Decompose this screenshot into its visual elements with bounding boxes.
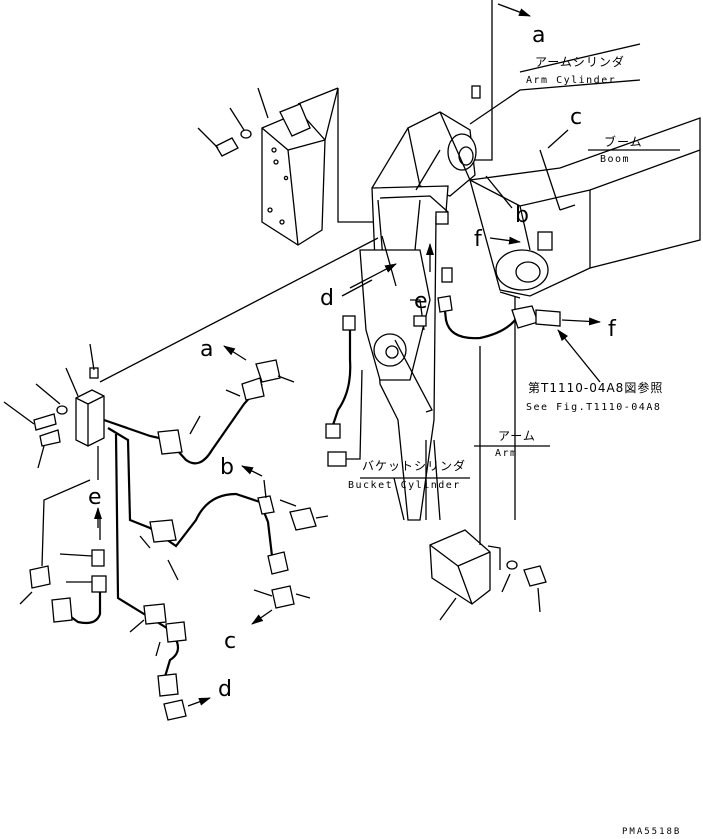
lower-cover <box>429 346 547 621</box>
label-d-left: d <box>218 677 232 702</box>
arm-cylinder-label-jp: アームシリンダ <box>535 54 625 69</box>
line-e-left <box>63 592 102 625</box>
label-f-mid: f <box>474 227 483 252</box>
label-a-top: a <box>532 23 545 48</box>
manifold-block <box>33 367 105 447</box>
label-e-mid: e <box>414 289 428 314</box>
arm-label-jp: アーム <box>498 429 536 443</box>
boom-structure <box>469 117 701 520</box>
valve-cover <box>261 87 378 246</box>
ref-figure-jp: 第T1110-04A8図参照 <box>528 380 663 395</box>
bolt-washer-cover <box>197 87 269 157</box>
label-b-top: b <box>515 203 529 228</box>
bucket-hose <box>330 326 352 429</box>
line-d-left <box>114 433 180 681</box>
line-b-left <box>107 427 279 569</box>
label-a-left: a <box>200 337 213 362</box>
drawing-code: PMA5518B <box>622 827 681 837</box>
bucket-cylinder-label-jp: バケットシリンダ <box>362 458 466 473</box>
label-f-right: f <box>608 317 617 342</box>
label-b-left: b <box>220 455 234 480</box>
arm-cylinder-label-en: Arm Cylinder <box>526 75 616 86</box>
label-e-left: e <box>88 485 102 510</box>
leader-manifold <box>99 237 379 383</box>
hose-f <box>442 301 519 340</box>
boom-label-en: Boom <box>600 154 630 165</box>
label-c-top: c <box>570 105 582 130</box>
ref-figure-en: See Fig.T1110-04A8 <box>526 402 661 413</box>
bucket-cylinder-label-en: Bucket Cylinder <box>348 480 461 491</box>
arm-label-en: Arm <box>495 448 518 459</box>
label-d-mid: d <box>320 286 334 311</box>
label-c-left: c <box>224 629 236 654</box>
line-a-top <box>470 0 493 161</box>
boom-label-jp: ブーム <box>604 134 643 149</box>
arrow-a-top <box>497 3 531 17</box>
